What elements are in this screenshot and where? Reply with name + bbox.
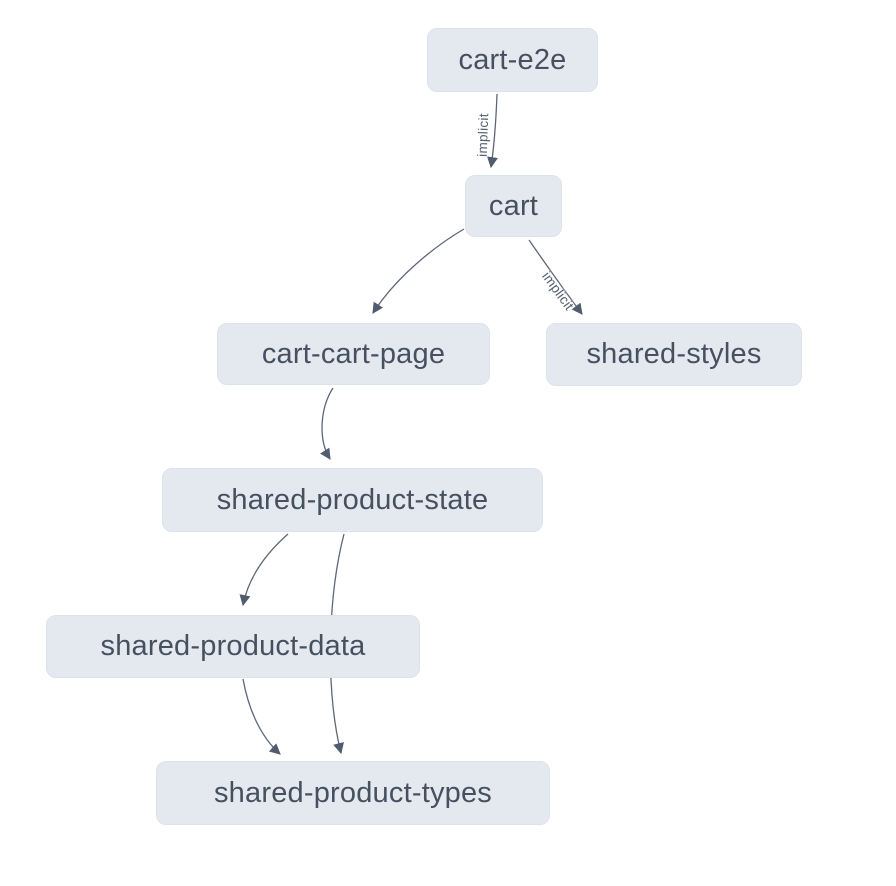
node-shared-product-state[interactable]: shared-product-state <box>162 468 543 532</box>
edge-cart-to-shared-styles[interactable] <box>528 239 583 315</box>
node-label: shared-product-data <box>100 630 366 662</box>
node-shared-product-types[interactable]: shared-product-types <box>156 761 550 825</box>
node-shared-styles[interactable]: shared-styles <box>546 323 802 386</box>
node-label: cart <box>488 189 539 222</box>
edge-cart-to-cart-cart-page[interactable] <box>372 228 465 314</box>
edge-cart-e2e-to-cart[interactable] <box>487 93 498 169</box>
edge-shared-product-data-to-shared-product-types[interactable] <box>242 678 281 755</box>
edge-cart-cart-page-to-shared-product-state[interactable] <box>320 387 334 460</box>
node-label: shared-product-types <box>213 776 493 809</box>
edge-shared-product-state-to-shared-product-data[interactable] <box>239 533 289 607</box>
node-cart[interactable]: cart <box>465 175 562 237</box>
node-cart-e2e[interactable]: cart-e2e <box>427 28 598 92</box>
node-label: shared-product-state <box>216 483 489 516</box>
node-label: cart-cart-page <box>261 337 446 370</box>
node-label: shared-styles <box>586 338 762 370</box>
node-cart-cart-page[interactable]: cart-cart-page <box>217 323 490 385</box>
node-shared-product-data[interactable]: shared-product-data <box>46 615 420 678</box>
node-label: cart-e2e <box>458 43 567 76</box>
